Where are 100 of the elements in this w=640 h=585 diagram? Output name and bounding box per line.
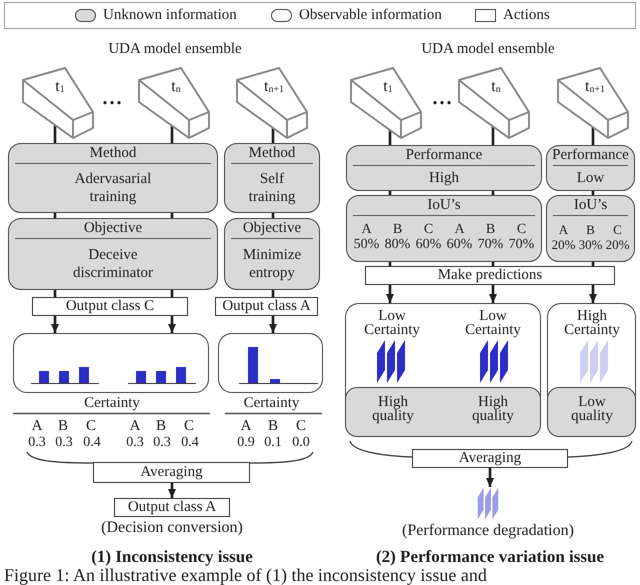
arrow xyxy=(51,316,59,333)
info-panel xyxy=(546,195,635,262)
figure-caption: Figure 1: An illustrative example of (1) the inconsistency issue and xyxy=(4,566,487,585)
action-label: Output class A xyxy=(222,298,311,315)
class-letter: A xyxy=(130,418,140,434)
model-label: t$_{n+1}$ xyxy=(264,78,284,96)
section-title: UDA model ensemble xyxy=(108,41,242,58)
arrow xyxy=(489,285,497,303)
panel-text: Self training xyxy=(248,170,296,206)
connector-line xyxy=(492,262,494,266)
panel-heading: Method xyxy=(248,144,296,163)
observable-panel xyxy=(345,303,541,437)
connector-line xyxy=(170,213,174,218)
connector-line xyxy=(592,191,594,195)
quality-level: High quality xyxy=(372,395,414,423)
certainty-level: High Certainty xyxy=(564,309,620,337)
certainty-label: Certainty xyxy=(244,395,300,412)
action-box xyxy=(32,297,188,316)
class-letter: B xyxy=(268,418,278,434)
panel-text: Low xyxy=(576,169,604,187)
arrow xyxy=(486,468,494,487)
class-letter: B xyxy=(156,418,166,434)
connector-line xyxy=(492,191,494,195)
info-panel xyxy=(8,143,218,213)
certainty-value: 0.4 xyxy=(181,435,199,451)
class-letter: A xyxy=(361,222,372,236)
certainty-level: Low Certainty xyxy=(364,309,420,337)
connector-line xyxy=(492,126,494,145)
info-panel xyxy=(224,143,320,213)
connector-line xyxy=(592,262,594,266)
model-label: t$_{1}$ xyxy=(55,78,65,96)
connector-line xyxy=(54,213,56,218)
panel-text: Deceive discriminator xyxy=(73,246,153,282)
certainty-value: 0.0 xyxy=(292,435,310,451)
action-label: Averaging xyxy=(140,464,203,481)
legend-label: Actions xyxy=(503,6,550,24)
panel-heading: Objective xyxy=(84,219,142,238)
model-label: t$_{n}$ xyxy=(171,78,181,96)
class-letter: C xyxy=(296,418,306,434)
certainty-value: 0.9 xyxy=(237,435,255,451)
panel-text: Minimize entropy xyxy=(242,246,302,282)
action-box xyxy=(114,498,230,517)
iou-value: 60% xyxy=(416,236,442,252)
connector-line xyxy=(388,262,392,266)
observable-panel xyxy=(13,333,209,393)
annotation-text: (Performance degradation) xyxy=(402,522,574,540)
section-title: UDA model ensemble xyxy=(421,41,555,58)
certainty-level: Low Certainty xyxy=(465,309,521,337)
certainty-value: 0.3 xyxy=(28,435,46,451)
iou-value: 70% xyxy=(478,236,504,252)
info-panel xyxy=(8,218,218,290)
arrow xyxy=(168,316,176,333)
connector-line xyxy=(170,126,174,143)
annotation-text: (Decision conversion) xyxy=(101,519,243,537)
certainty-value: 0.3 xyxy=(153,435,171,451)
class-letter: A xyxy=(558,222,568,236)
class-letter: A xyxy=(454,222,465,236)
class-letter: C xyxy=(86,418,96,434)
arrow xyxy=(386,285,394,303)
info-panel xyxy=(224,218,320,290)
quality-panel xyxy=(345,387,541,437)
action-label: Averaging xyxy=(458,450,522,467)
action-box xyxy=(412,449,568,468)
connector-line xyxy=(170,290,174,297)
connector-line xyxy=(272,213,274,218)
observable-panel xyxy=(218,333,323,393)
panel-heading: Performance xyxy=(406,146,482,165)
certainty-value: 0.4 xyxy=(83,435,101,451)
arrow xyxy=(168,483,176,498)
action-label: Make predictions xyxy=(438,267,542,284)
model-label: t$_{n}$ xyxy=(491,78,501,96)
class-letter: A xyxy=(240,418,252,434)
info-panel xyxy=(546,145,635,191)
connector-line xyxy=(54,125,56,143)
info-panel xyxy=(346,195,542,262)
panel-title: (1) Inconsistency issue xyxy=(91,547,253,566)
panel-heading: Performance xyxy=(552,146,629,165)
action-box xyxy=(215,297,318,316)
panel-text: Adervasarial training xyxy=(74,170,152,206)
legend-label: Unknown information xyxy=(103,6,237,24)
iou-value: 20% xyxy=(552,236,576,252)
class-letter: B xyxy=(586,222,595,236)
observable-panel xyxy=(547,303,636,437)
panel-heading: IoU’s xyxy=(427,196,461,215)
connector-line xyxy=(272,128,274,143)
class-letter: B xyxy=(486,222,496,236)
iou-value: 50% xyxy=(354,236,380,252)
ellipsis: ... xyxy=(102,88,124,108)
connector-line xyxy=(388,191,392,195)
class-letter: C xyxy=(613,222,622,236)
certainty-label: Certainty xyxy=(84,395,140,412)
class-letter: C xyxy=(516,222,526,236)
class-letter: A xyxy=(32,418,42,434)
legend-label: Observable information xyxy=(299,6,442,24)
model-label: t$_{1}$ xyxy=(383,78,393,96)
class-letter: C xyxy=(424,222,434,236)
action-label: Output class A xyxy=(128,499,216,516)
certainty-value: 0.1 xyxy=(264,435,282,451)
certainty-value: 0.3 xyxy=(126,435,144,451)
iou-value: 20% xyxy=(606,236,630,252)
